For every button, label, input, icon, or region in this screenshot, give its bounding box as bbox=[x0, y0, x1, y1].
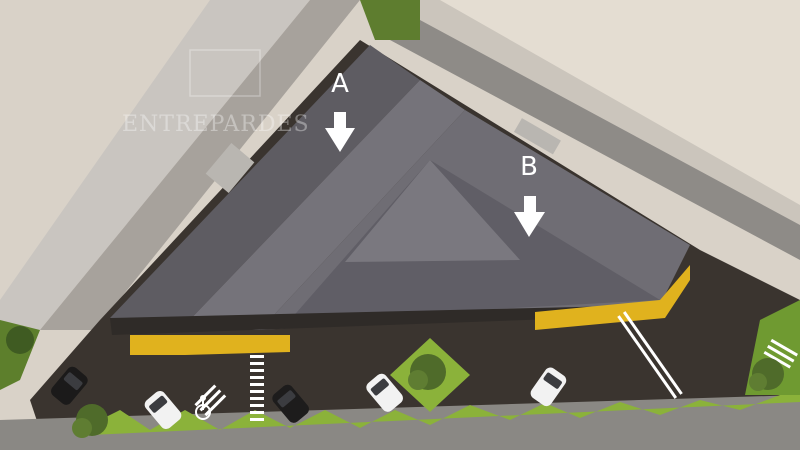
crosswalk-left bbox=[250, 355, 264, 421]
rooftop-unit bbox=[513, 118, 561, 155]
tree bbox=[408, 354, 446, 390]
arrow-down-icon bbox=[514, 196, 545, 237]
yellow-canopy-right bbox=[535, 265, 690, 330]
car-dark bbox=[272, 384, 309, 423]
crosswalk-right bbox=[617, 311, 683, 399]
roof-a-right bbox=[180, 80, 465, 330]
roof-b-fold bbox=[345, 160, 520, 262]
left-sidewalk bbox=[40, 0, 360, 330]
building-fascia bbox=[110, 305, 665, 335]
right-street bbox=[390, 0, 800, 260]
right-block-wall bbox=[420, 0, 800, 225]
tree bbox=[6, 326, 34, 354]
bottom-road bbox=[0, 395, 800, 450]
crosswalk-far-right bbox=[763, 338, 798, 369]
tree bbox=[72, 404, 108, 438]
watermark-frame bbox=[189, 49, 261, 97]
left-street bbox=[0, 0, 310, 330]
car-white bbox=[366, 373, 403, 412]
building-label-b: B bbox=[520, 152, 538, 182]
grass-strip bbox=[90, 395, 800, 435]
grass-top bbox=[360, 0, 420, 40]
watermark-logo: ENTREPARDES bbox=[122, 112, 310, 137]
car-dark bbox=[51, 366, 88, 405]
wheelchair-icon bbox=[195, 395, 211, 420]
building-label-a: A bbox=[331, 69, 349, 99]
rooftop-unit bbox=[205, 143, 255, 193]
yellow-canopy-left bbox=[130, 335, 290, 355]
car-white bbox=[144, 390, 182, 430]
tree bbox=[749, 358, 784, 391]
car-white bbox=[530, 367, 567, 407]
arrow-down-icon bbox=[325, 112, 355, 152]
